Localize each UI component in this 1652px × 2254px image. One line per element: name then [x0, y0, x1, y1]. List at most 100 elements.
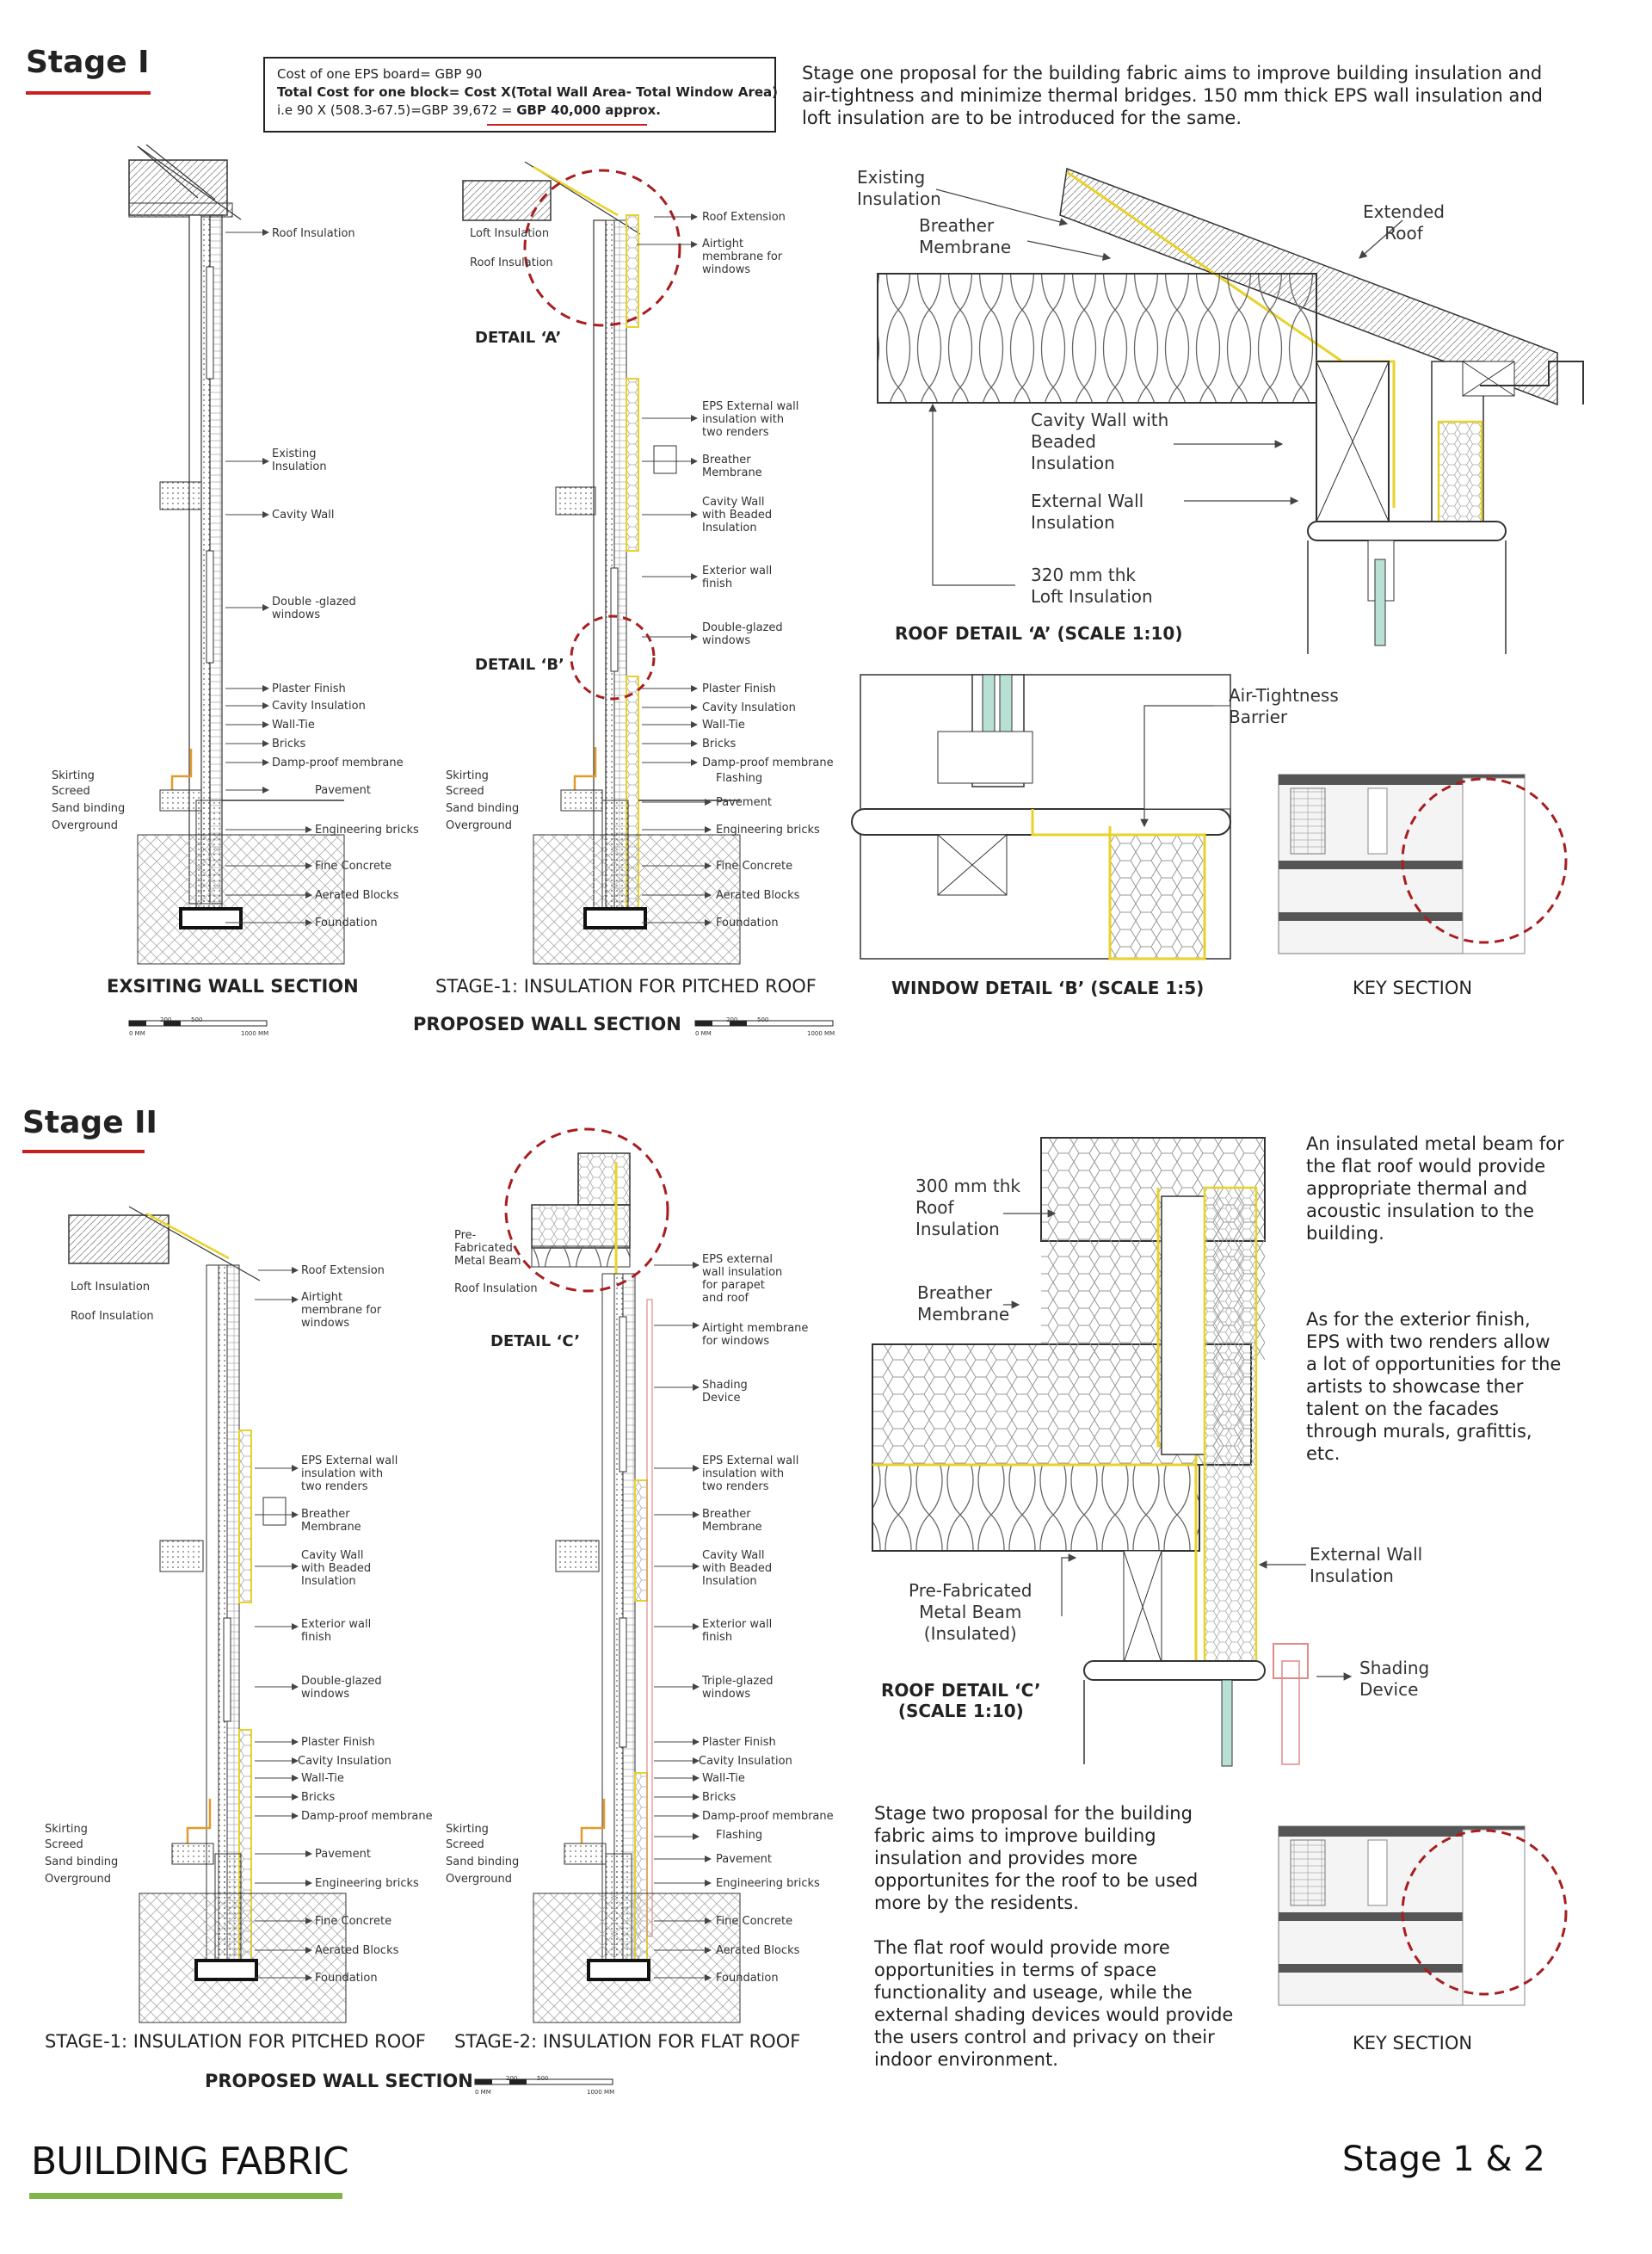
s2f-label-exterior-finish: Exterior wall finish: [702, 1618, 773, 1644]
ra-label-external-wall: External Wall Insulation: [1031, 491, 1144, 533]
stage-2-underline: [22, 1150, 145, 1153]
ex-left-screed: Screed: [52, 785, 90, 798]
leaders-roof-c: [1003, 1209, 1353, 1681]
s2p-label-cavity-wall: Cavity Wall with Beaded Insulation: [301, 1549, 372, 1588]
s2p-label-engineering-bricks: Engineering bricks: [315, 1877, 419, 1890]
s2p-label-dpm: Damp-proof membrane: [301, 1810, 433, 1823]
roof-detail-a-drawing: [877, 167, 1584, 654]
ra-label-cavity-wall: Cavity Wall with Beaded Insulation: [1031, 410, 1169, 473]
p1-label-cavity-insulation: Cavity Insulation: [702, 701, 796, 714]
leaders-proposed-1: [637, 213, 712, 926]
ra-label-existing-insulation: Existing Insulation: [857, 167, 941, 209]
s2p-label-roof-extension: Roof Extension: [301, 1264, 385, 1277]
s2p-left-loft-insulation: Loft Insulation: [71, 1281, 151, 1294]
s2p-label-pavement: Pavement: [315, 1848, 371, 1861]
ex-label-dpm: Damp-proof membrane: [272, 756, 404, 769]
ex-label-fine-concrete: Fine Concrete: [315, 860, 392, 873]
p1-label-foundation: Foundation: [716, 917, 779, 929]
stage2-pitched-caption: STAGE-1: INSULATION FOR PITCHED ROOF: [45, 2031, 426, 2052]
s2p-left-screed: Screed: [45, 1838, 83, 1851]
s2p-label-fine-concrete: Fine Concrete: [315, 1915, 392, 1928]
rc-label-roof-insulation: 300 mm thk Roof Insulation: [915, 1176, 1020, 1239]
p1-left-overground: Overground: [446, 819, 513, 832]
existing-section-caption: EXSITING WALL SECTION: [107, 976, 359, 997]
s2p-left-sand-binding: Sand binding: [45, 1856, 119, 1868]
roof-detail-a-caption: ROOF DETAIL ‘A’ (SCALE 1:10): [895, 623, 1183, 644]
s2p-label-plaster: Plaster Finish: [301, 1736, 375, 1749]
s2p-label-bricks: Bricks: [301, 1791, 336, 1804]
ex-label-wall-tie: Wall-Tie: [272, 719, 315, 732]
key-section-1-drawing: [1278, 774, 1568, 954]
stage2-side-text-1: An insulated metal beam for the flat roo…: [1306, 1133, 1564, 1244]
scale-3-1000: 1000 MM: [587, 2089, 615, 2096]
s2p-left-roof-insulation: Roof Insulation: [71, 1310, 154, 1323]
p1-label-bricks: Bricks: [702, 738, 737, 750]
s2p-label-foundation: Foundation: [315, 1972, 378, 1985]
s2f-left-prefab-beam: Pre- Fabricated Metal Beam: [454, 1229, 521, 1268]
s2f-label-pavement: Pavement: [716, 1853, 772, 1866]
footer-title: BUILDING FABRIC: [31, 2140, 349, 2183]
cost-line-3: i.e 90 X (508.3-67.5)=GBP 39,672 = GBP 4…: [277, 102, 661, 118]
p1-label-wall-tie: Wall-Tie: [702, 719, 745, 732]
scale-1-1000: 1000 MM: [241, 1030, 269, 1037]
existing-wall-section: [128, 144, 345, 965]
p1-label-aerated-blocks: Aerated Blocks: [716, 889, 800, 902]
scale-2-500: 500: [757, 1016, 769, 1023]
roof-detail-c-drawing: [872, 1137, 1309, 1767]
p1-label-airtight: Airtight membrane for windows: [702, 238, 783, 276]
window-detail-b-drawing: [851, 674, 1231, 960]
ex-label-bricks: Bricks: [272, 738, 306, 750]
s2f-label-engineering-bricks: Engineering bricks: [716, 1877, 820, 1890]
rc-label-breather: Breather Membrane: [917, 1282, 1010, 1325]
ex-label-pavement: Pavement: [315, 784, 371, 797]
ex-label-plaster-finish: Plaster Finish: [272, 682, 346, 695]
p1-label-flashing: Flashing: [716, 772, 763, 785]
stage2-pitched-section: [68, 1206, 347, 2023]
scale-1-500: 500: [191, 1016, 203, 1023]
ra-label-extended-roof: Extended Roof: [1363, 201, 1445, 244]
detail-c-label: DETAIL ‘C’: [490, 1332, 581, 1350]
p1-label-exterior-finish: Exterior wall finish: [702, 565, 773, 590]
p1-label-roof-extension: Roof Extension: [702, 211, 786, 224]
ex-left-overground: Overground: [52, 819, 119, 832]
s2f-label-cavity-insulation: Cavity Insulation: [699, 1755, 792, 1768]
leaders-existing: [225, 229, 312, 926]
stage2-flat-caption: STAGE-2: INSULATION FOR FLAT ROOF: [454, 2031, 801, 2052]
scale-bar-2: [694, 1020, 834, 1027]
s2f-label-aerated-blocks: Aerated Blocks: [716, 1944, 800, 1957]
key-section-1-caption: KEY SECTION: [1353, 978, 1473, 998]
s2p-label-aerated-blocks: Aerated Blocks: [315, 1944, 399, 1957]
scale-bar-3: [474, 2078, 613, 2085]
p1-left-loft-insulation: Loft Insulation: [470, 227, 550, 240]
s2p-label-breather: Breather Membrane: [301, 1508, 361, 1534]
stage-1-title: Stage I: [26, 45, 150, 80]
ex-label-cavity-insulation: Cavity Insulation: [272, 700, 366, 713]
p1-left-skirting: Skirting: [446, 769, 489, 782]
ex-label-engineering-bricks: Engineering bricks: [315, 824, 419, 837]
scale-3-200: 200: [506, 2075, 518, 2082]
ex-label-aerated-blocks: Aerated Blocks: [315, 889, 399, 902]
stage2-flat-section: [504, 1127, 741, 2023]
scale-2-1000: 1000 MM: [807, 1030, 835, 1037]
s2p-label-eps: EPS External wall insulation with two re…: [301, 1454, 398, 1493]
stage-1-intro: Stage one proposal for the building fabr…: [802, 63, 1543, 128]
s2f-label-shading: Shading Device: [702, 1379, 748, 1405]
rc-label-external-wall: External Wall Insulation: [1310, 1544, 1423, 1586]
s2f-label-fine-concrete: Fine Concrete: [716, 1915, 793, 1928]
s2f-label-wall-tie: Wall-Tie: [702, 1772, 745, 1785]
cost-line-2: Total Cost for one block= Cost X(Total W…: [277, 84, 778, 100]
ex-left-sand-binding: Sand binding: [52, 802, 126, 815]
scale-2-0: 0 MM: [695, 1030, 712, 1037]
detail-a-label: DETAIL ‘A’: [475, 329, 562, 347]
s2f-left-sand-binding: Sand binding: [446, 1856, 520, 1868]
leaders-stage2-pitched: [255, 1267, 312, 1981]
stage2-subcaption: PROPOSED WALL SECTION: [205, 2071, 473, 2091]
cost-total: GBP 40,000 approx.: [516, 102, 661, 118]
s2f-left-screed: Screed: [446, 1838, 484, 1851]
scale-3-500: 500: [537, 2075, 549, 2082]
leaders-stage2-flat: [654, 1262, 712, 1981]
s2f-label-plaster: Plaster Finish: [702, 1736, 776, 1749]
roof-detail-c-caption: ROOF DETAIL ‘C’ (SCALE 1:10): [881, 1680, 1041, 1721]
s2f-label-eps-parapet: EPS external wall insulation for parapet…: [702, 1253, 783, 1305]
cost-underline: [487, 124, 647, 126]
